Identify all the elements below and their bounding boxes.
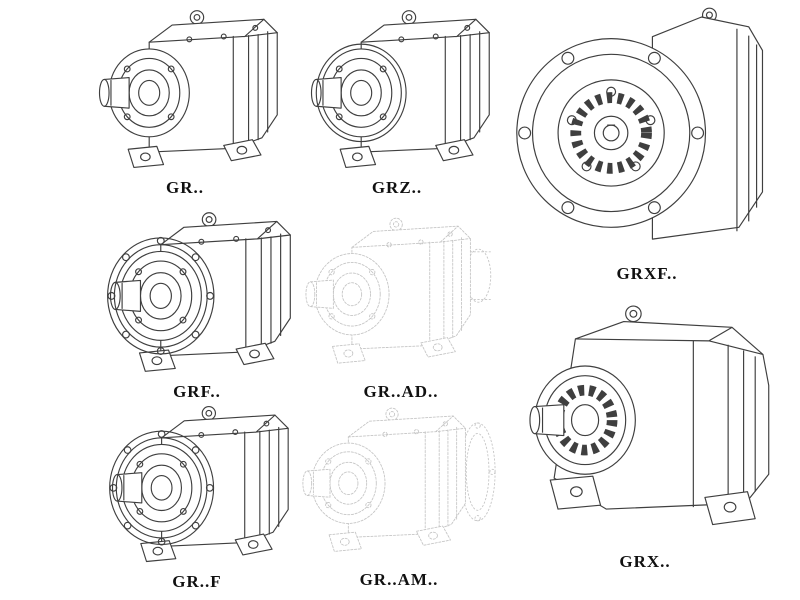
grz-label: GRZ.. bbox=[371, 178, 423, 197]
grf-label: GRF.. bbox=[173, 382, 221, 401]
model-cell-gr: GR.. bbox=[80, 4, 290, 198]
model-cell-gram: GR..AM.. bbox=[288, 402, 510, 590]
model-cell-grz: GRZ.. bbox=[292, 4, 502, 198]
model-cell-grff: GR..F bbox=[92, 400, 302, 592]
model-cell-grad: GR..AD.. bbox=[292, 212, 510, 402]
grff-label: GR..F bbox=[172, 572, 222, 591]
gr-gearbox-drawing bbox=[98, 10, 278, 168]
grxf-gearbox-drawing bbox=[515, 7, 763, 240]
grff-gearbox-drawing bbox=[108, 406, 289, 563]
gram-label: GR..AM.. bbox=[359, 570, 439, 589]
model-cell-grxf: GRXF.. bbox=[502, 0, 792, 284]
model-cell-grx: GRX.. bbox=[498, 298, 792, 572]
grad-gearbox-drawing bbox=[305, 217, 492, 364]
grx-label: GRX.. bbox=[619, 552, 671, 571]
model-cell-grf: GRF.. bbox=[92, 206, 302, 402]
grf-gearbox-drawing bbox=[106, 212, 291, 372]
grxf-label: GRXF.. bbox=[616, 264, 678, 283]
grad-label: GR..AD.. bbox=[363, 382, 439, 401]
grx-gearbox-drawing bbox=[529, 305, 770, 526]
grz-gearbox-drawing bbox=[310, 10, 490, 168]
gr-label: GR.. bbox=[166, 178, 204, 197]
gram-gearbox-drawing bbox=[302, 407, 496, 552]
